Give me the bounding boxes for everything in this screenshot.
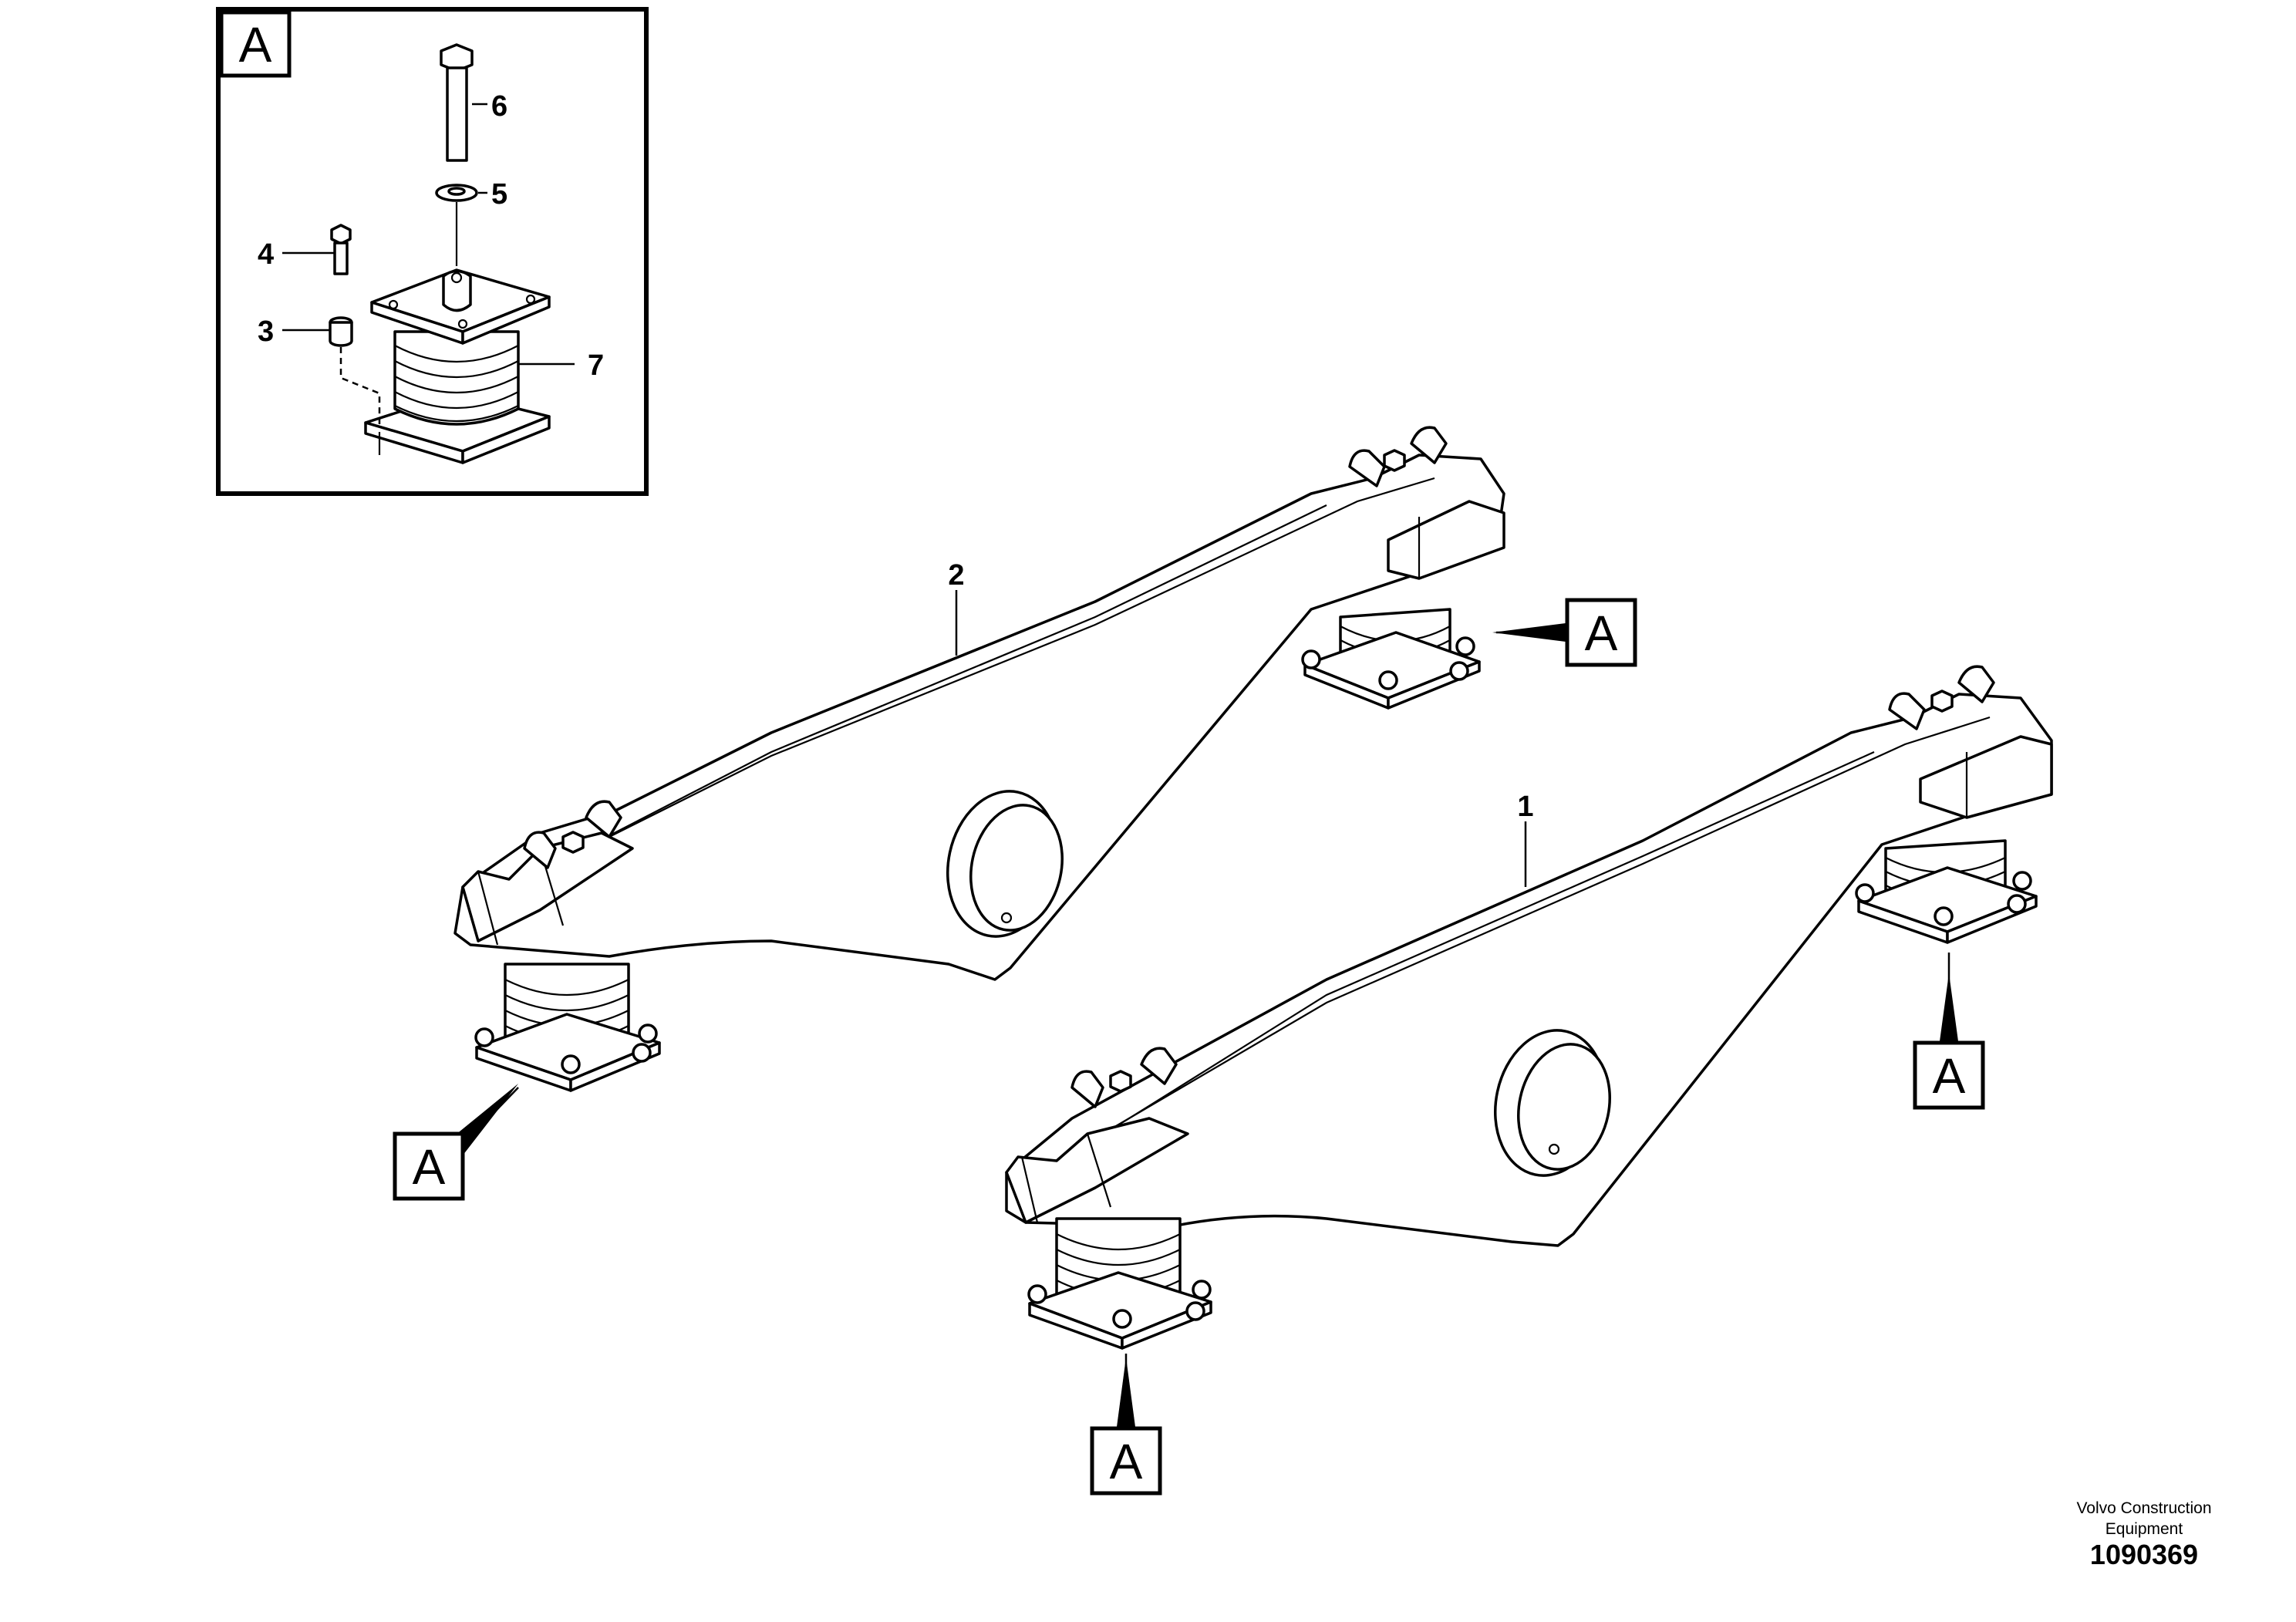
mount-front-beam-1: [1027, 1217, 1212, 1350]
manufacturer-note: Volvo Construction Equipment: [2076, 1499, 2212, 1538]
detail-label: A: [239, 17, 272, 73]
rubber-mount-icon: [339, 268, 551, 464]
svg-text:A: A: [1933, 1048, 1966, 1104]
spacer-icon: [329, 316, 353, 347]
screw-icon: [330, 224, 352, 275]
callout-a-beam-1-rear: A: [1913, 953, 1985, 1110]
mount-rear-beam-1: [1855, 839, 2038, 944]
mount-front-beam-2: [474, 963, 661, 1092]
detail-frame: [216, 7, 649, 496]
detail-label-box: [219, 10, 292, 78]
part-number-5: 5: [491, 178, 507, 211]
part-number-6: 6: [491, 90, 507, 123]
detail-view-a: A: [216, 7, 649, 496]
part-number-7: 7: [588, 349, 604, 382]
beam-1: [1005, 665, 2053, 1350]
beam-2: [453, 426, 1505, 1092]
svg-text:A: A: [413, 1139, 446, 1195]
callout-a-beam-2-front: A: [393, 1084, 519, 1201]
callout-a-beam-2-rear: A: [1492, 598, 1637, 667]
callout-a-beam-1-front: A: [1090, 1354, 1162, 1496]
svg-text:A: A: [1585, 605, 1618, 661]
bolt-icon: [440, 43, 474, 162]
svg-text:A: A: [1110, 1434, 1143, 1489]
part-number-4: 4: [258, 238, 274, 271]
beam-2-bore: [946, 790, 1064, 938]
part-number-3: 3: [258, 315, 274, 348]
beam-1-bore: [1493, 1029, 1611, 1177]
washer-icon: [435, 184, 478, 202]
drawing-number: 1090369: [2089, 1539, 2199, 1570]
part-number-2: 2: [948, 559, 964, 592]
part-number-1: 1: [1517, 791, 1533, 823]
mount-rear-beam-2: [1301, 608, 1481, 710]
